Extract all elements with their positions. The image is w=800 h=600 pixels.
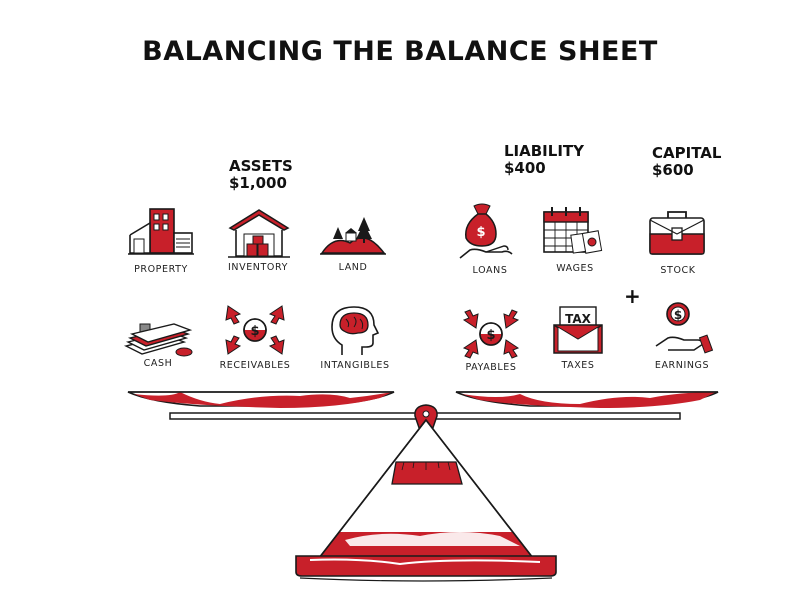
payables-label: PAYABLES (465, 362, 517, 373)
capital-header: CAPITAL $600 (652, 145, 721, 179)
earnings-icon: $ (655, 302, 714, 354)
loans-dollar: $ (476, 225, 485, 240)
cash-label: CASH (143, 358, 173, 369)
intangibles-icon (331, 306, 380, 355)
wages-icon (543, 207, 603, 254)
page-title: BALANCING THE BALANCE SHEET (142, 36, 658, 67)
tax-sign-text: TAX (565, 312, 592, 326)
wages-label: WAGES (556, 263, 594, 274)
taxes-label: TAXES (561, 360, 595, 371)
liability-header: LIABILITY $400 (504, 143, 584, 177)
liability-label: LIABILITY (504, 142, 584, 160)
capital-amount: $600 (652, 161, 694, 179)
right-pan (455, 391, 719, 408)
assets-header: ASSETS $1,000 (229, 158, 293, 192)
stock-icon (649, 211, 705, 255)
property-icon (128, 208, 194, 255)
inventory-icon (228, 209, 290, 258)
earnings-dollar: $ (674, 308, 682, 322)
loans-label: LOANS (472, 265, 508, 276)
liability-amount: $400 (504, 159, 546, 177)
receivables-label: RECEIVABLES (219, 360, 291, 371)
scale-base (295, 555, 557, 582)
earnings-label: EARNINGS (654, 360, 710, 371)
loans-icon: $ (459, 203, 513, 259)
receivables-icon: $ (225, 305, 285, 355)
left-pan (127, 391, 395, 408)
intangibles-label: INTANGIBLES (320, 360, 390, 371)
stock-label: STOCK (660, 265, 696, 276)
property-label: PROPERTY (134, 264, 188, 275)
assets-label: ASSETS (229, 157, 293, 175)
payables-dollar: $ (486, 328, 495, 343)
plus-sign: + (624, 284, 641, 308)
capital-label: CAPITAL (652, 144, 722, 162)
assets-amount: $1,000 (229, 174, 287, 192)
land-icon (320, 217, 386, 255)
scale-stand (314, 418, 538, 563)
taxes-icon: TAX (553, 306, 603, 354)
land-label: LAND (338, 262, 368, 273)
payables-icon: $ (462, 309, 520, 359)
inventory-label: INVENTORY (228, 262, 288, 273)
cash-icon (123, 323, 193, 357)
receivables-dollar: $ (250, 324, 259, 339)
